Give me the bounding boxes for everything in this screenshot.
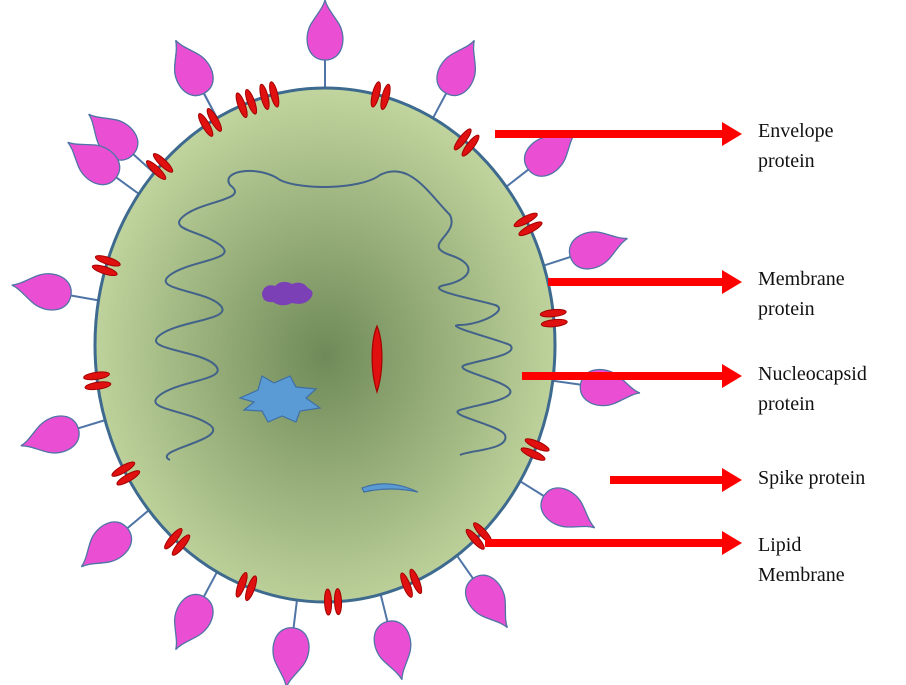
arrow-envelope-protein [495,122,742,146]
spike-protein [9,267,99,313]
arrow-lipid-membrane [485,531,742,555]
spike-protein [544,221,633,274]
labels: Envelope protein Membrane protein Nucleo… [758,120,872,586]
purple-protein-blob [262,282,313,305]
spike-protein [160,572,220,658]
spike-protein [307,0,343,88]
label-envelope-protein: Envelope protein [758,120,839,172]
spike-protein [70,510,149,580]
spike-protein [370,594,419,684]
label-spike-protein: Spike protein [758,467,865,489]
arrow-spike-protein [610,468,742,492]
label-membrane-protein: Membrane protein [758,268,850,320]
spike-protein [16,411,105,463]
label-lipid-membrane: Lipid Membrane [758,534,845,586]
spike-protein [506,118,586,186]
spike-protein [520,481,604,543]
arrow-membrane-protein [548,270,742,294]
label-nucleocapsid-protein: Nucleocapsid protein [758,363,872,415]
spike-protein [160,32,220,118]
spike-protein [457,556,522,638]
spike-protein [430,32,490,118]
spike-protein [268,600,311,685]
